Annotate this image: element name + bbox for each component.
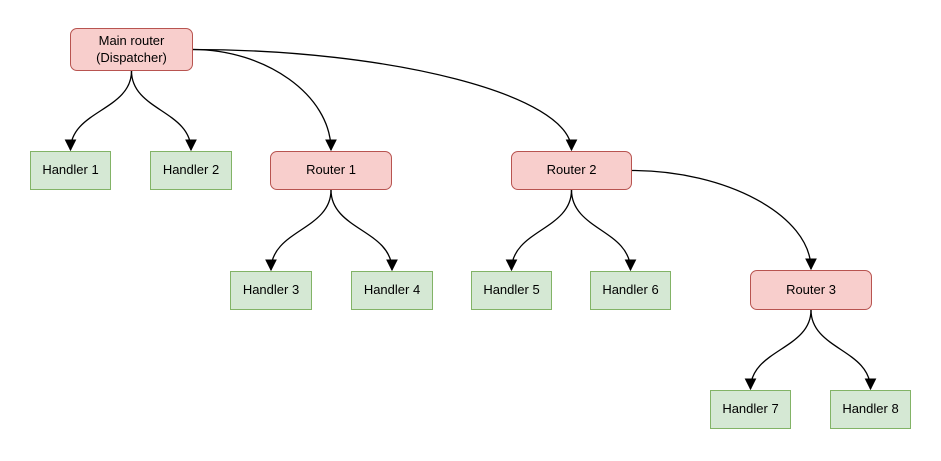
edge-main-router-to-handler-1: [64, 70, 133, 152]
node-label: Handler 2: [162, 162, 220, 178]
edge-router-1-to-handler-4: [330, 189, 398, 272]
node-label: Handler 8: [842, 401, 899, 417]
handler-node-handler-6[interactable]: Handler 6: [590, 271, 671, 310]
handler-node-handler-7[interactable]: Handler 7: [710, 390, 791, 429]
node-label: Handler 5: [483, 282, 540, 298]
edge-router-1-to-handler-3: [265, 189, 332, 272]
edge-main-router-to-router-1: [192, 48, 337, 152]
node-label: Router 1: [306, 162, 356, 178]
handler-node-handler-2[interactable]: Handler 2: [150, 151, 232, 190]
node-label: Handler 1: [42, 162, 99, 178]
edge-router-3-to-handler-7: [744, 309, 812, 391]
edge-router-2-to-handler-6: [570, 189, 637, 272]
edge-main-router-to-handler-2: [130, 70, 197, 152]
router-node-router-2[interactable]: Router 2: [511, 151, 632, 190]
node-label: Router 3: [786, 281, 836, 297]
edge-router-3-to-handler-8: [810, 309, 877, 391]
handler-node-handler-5[interactable]: Handler 5: [471, 271, 552, 310]
router-node-router-1[interactable]: Router 1: [270, 151, 392, 190]
handler-node-handler-4[interactable]: Handler 4: [351, 271, 433, 310]
edge-router-2-to-router-3: [631, 169, 817, 271]
node-label: Handler 7: [722, 401, 779, 417]
edge-router-2-to-handler-5: [505, 189, 573, 272]
node-label: Handler 3: [242, 282, 300, 298]
handler-node-handler-8[interactable]: Handler 8: [830, 390, 911, 429]
router-node-router-3[interactable]: Router 3: [750, 270, 872, 310]
edge-main-router-to-router-2: [192, 48, 578, 152]
node-label: Main router (Dispatcher): [96, 32, 167, 65]
router-node-main-router[interactable]: Main router (Dispatcher): [70, 28, 193, 71]
node-label: Handler 6: [602, 282, 659, 298]
handler-node-handler-1[interactable]: Handler 1: [30, 151, 111, 190]
handler-node-handler-3[interactable]: Handler 3: [230, 271, 312, 310]
node-label: Handler 4: [363, 282, 421, 298]
node-label: Router 2: [546, 162, 597, 178]
